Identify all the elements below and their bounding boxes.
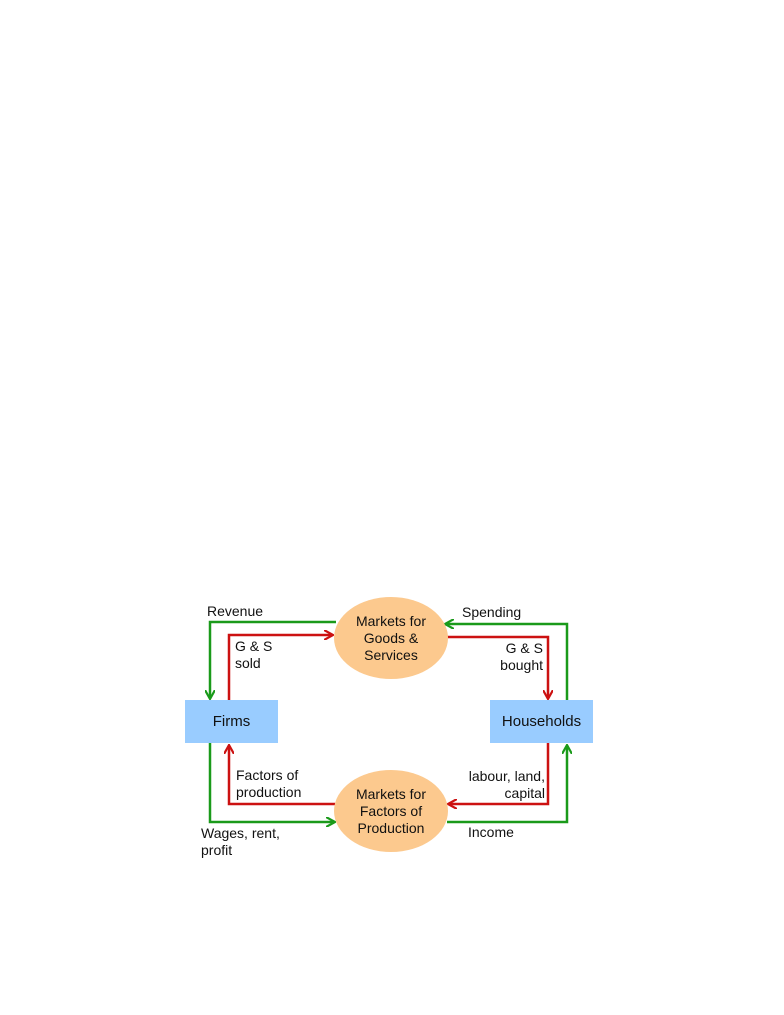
households-box: Households — [490, 700, 593, 743]
revenue-label: Revenue — [207, 603, 263, 620]
gs-sold-label: G & S sold — [235, 638, 272, 672]
labour-land-capital-label: labour, land, capital — [450, 768, 545, 802]
goods-services-market: Markets for Goods & Services — [334, 597, 448, 679]
income-label: Income — [468, 824, 514, 841]
wages-rent-profit-label: Wages, rent, profit — [201, 825, 280, 859]
factors-market: Markets for Factors of Production — [334, 770, 448, 852]
spending-label: Spending — [462, 604, 521, 621]
gs-bought-label: G & S bought — [470, 640, 543, 674]
firms-box: Firms — [185, 700, 278, 743]
factors-of-production-label: Factors of production — [236, 767, 301, 801]
